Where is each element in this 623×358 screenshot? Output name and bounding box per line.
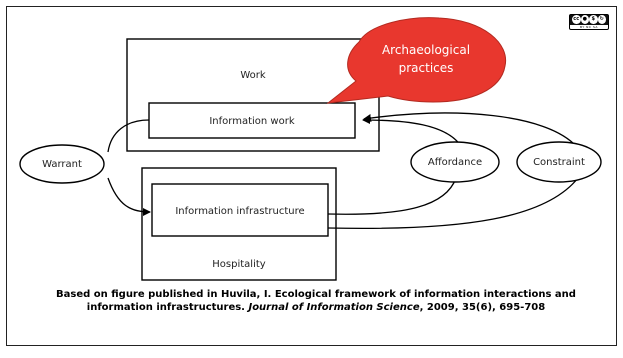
connector-warrant-to-information-work [107,119,150,153]
caption-line-1: Based on figure published in Huvila, I. … [56,289,576,300]
constraint-ellipse [516,141,602,183]
nc-icon: $ [589,15,598,24]
caption-line-2: information infrastructures. Journal of … [36,301,596,314]
callout-line-1: Archaeological [382,43,470,57]
arrow-warrant-to-information-infrastructure [107,177,151,216]
slide: Work Information work Hospitality Inform… [6,6,617,346]
callout-bubble [326,17,507,104]
information-work-label: Information work [209,116,294,127]
sa-icon: ↻ [597,15,606,24]
cc-mark: cc [572,15,581,24]
citation-caption: Based on figure published in Huvila, I. … [36,288,596,314]
connector-constraint-to-information-infrastructure [327,177,579,230]
caption-line-2-suffix: , 2009, 35(6), 695-708 [419,302,546,313]
journal-name: Journal of Information Science [248,302,420,313]
arrow-constraint-to-information-work [363,112,577,147]
hospitality-label: Hospitality [212,259,266,270]
caption-line-2-prefix: information infrastructures. [86,302,249,313]
by-icon: ● [580,15,589,24]
warrant-label: Warrant [42,159,82,170]
information-infrastructure-label: Information infrastructure [175,206,304,217]
work-label: Work [240,70,266,81]
warrant-ellipse [19,144,105,184]
affordance-ellipse [410,141,500,183]
callout-line-2: practices [399,61,454,75]
arrow-affordance-to-information-work [362,116,462,147]
cc-by-nc-sa-icon: cc ● $ ↻ BY NC SA [569,14,609,30]
connector-affordance-to-information-infrastructure [327,177,457,215]
affordance-label: Affordance [428,157,482,168]
constraint-label: Constraint [533,157,585,168]
ecological-framework-diagram: Work Information work Hospitality Inform… [19,17,602,281]
license-text: BY NC SA [570,25,608,29]
information-infrastructure-box [151,183,329,237]
information-work-box [148,102,356,139]
